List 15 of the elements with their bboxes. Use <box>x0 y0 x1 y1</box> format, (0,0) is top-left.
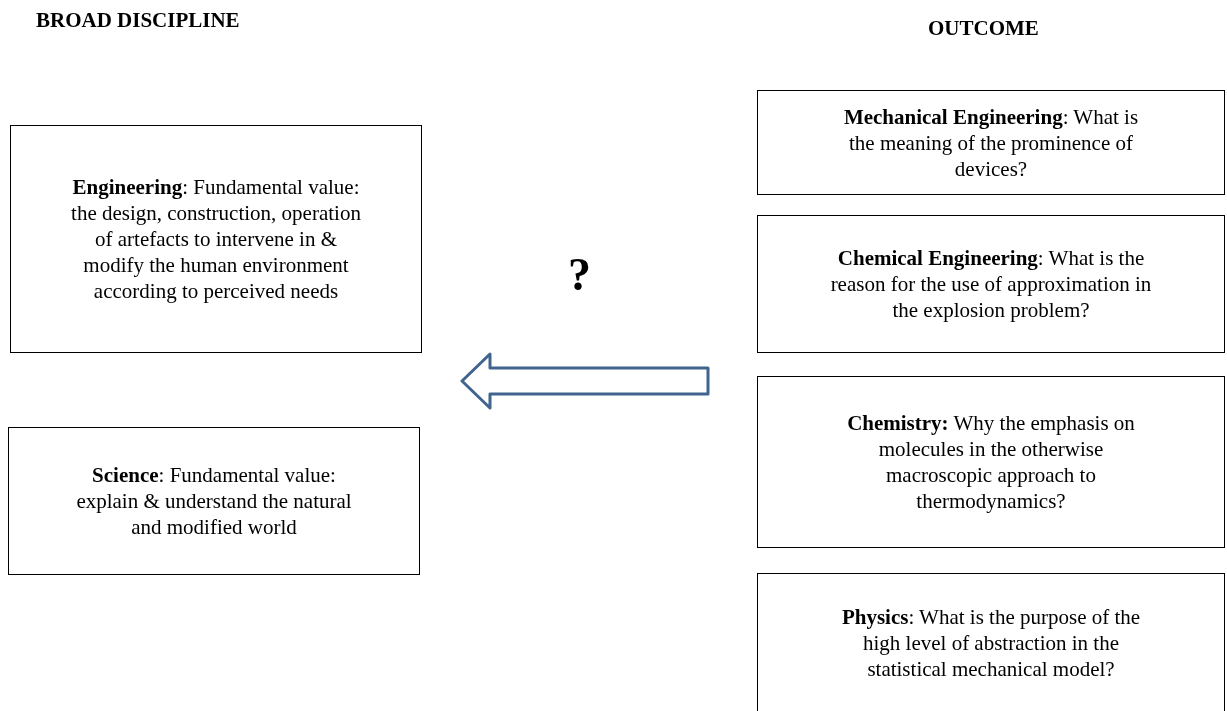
discipline-box <box>10 125 422 353</box>
box-text: Engineering: Fundamental value: the design, construction, operation of artefacts to intervene in & modify the human environment according to perceived needs <box>70 174 362 304</box>
question-mark: ? <box>568 248 591 301</box>
box-text: Physics: What is the purpose of the high level of abstraction in the statistical mechanical model? <box>840 604 1142 682</box>
box-text: Chemical Engineering: What is the reason for the use of approximation in the explosion problem? <box>829 245 1153 323</box>
discipline-box <box>8 427 420 575</box>
outcome-box <box>757 90 1225 195</box>
outcome-box <box>757 215 1225 353</box>
outcome-box <box>757 573 1225 711</box>
column-heading: OUTCOME <box>928 16 1039 41</box>
box-text: Mechanical Engineering: What is the meaning of the prominence of devices? <box>842 103 1140 182</box>
box-text: Science: Fundamental value: explain & understand the natural and modified world <box>75 462 353 540</box>
outcome-box <box>757 376 1225 548</box>
box-text: Chemistry: Why the emphasis on molecules in the otherwise macroscopic approach to thermodynamics? <box>846 410 1136 514</box>
column-heading: BROAD DISCIPLINE <box>36 8 240 33</box>
